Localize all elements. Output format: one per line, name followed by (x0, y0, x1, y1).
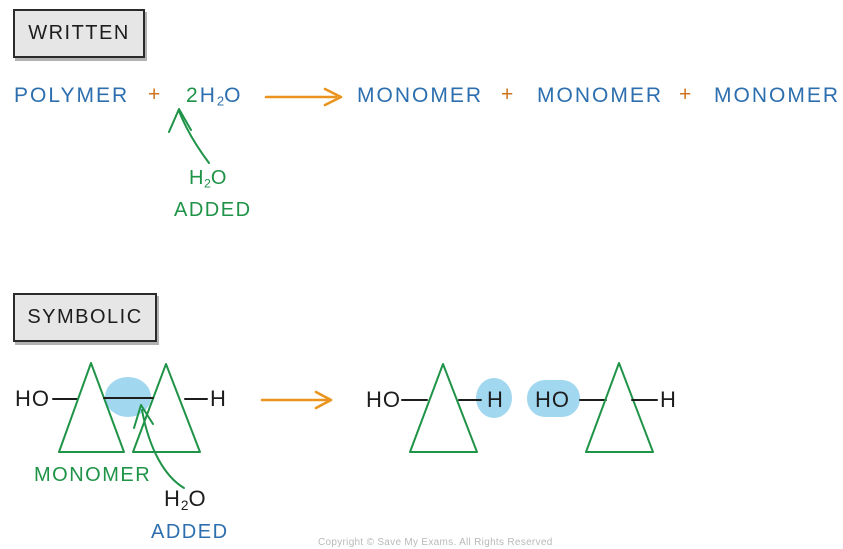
copyright-notice: Copyright © Save My Exams. All Rights Re… (318, 537, 553, 548)
symbolic-label-text: SYMBOLIC (27, 306, 143, 328)
symbolic-section-label: SYMBOLIC (13, 293, 157, 342)
written-h2o-added-arrowhead (168, 108, 192, 133)
water-h: H (199, 84, 217, 107)
symbolic-h2o-added-arrow (141, 409, 185, 489)
equation-water-term: 2H2O (186, 85, 242, 108)
product1-h-highlight (476, 378, 512, 418)
equation-product-monomer-1: MONOMER (357, 84, 483, 107)
equation-plus-3: + (679, 83, 694, 106)
written-h2o-added-arrow (178, 110, 210, 164)
product1-ho-label: HO (366, 387, 401, 412)
symbolic-h2o-added-arrowhead (133, 404, 154, 429)
equation-reactant-polymer: POLYMER (14, 84, 130, 107)
water-coefficient: 2 (186, 84, 200, 107)
symbolic-water-h: H (164, 486, 181, 511)
reactant-h-label: H (210, 386, 227, 411)
written-label-text: WRITTEN (28, 22, 130, 44)
written-annotation-added: ADDED (174, 199, 252, 221)
water-o: O (224, 84, 243, 107)
equation-plus-1: + (148, 83, 163, 106)
equation-product-monomer-2: MONOMER (537, 84, 663, 107)
water-subscript: 2 (216, 93, 225, 109)
symbolic-water-subscript: 2 (180, 497, 189, 513)
symbolic-annotation-added: ADDED (151, 521, 229, 543)
reactant-monomer-caption: MONOMER (34, 464, 152, 486)
product1-triangle (409, 363, 478, 453)
reactant-triangle-1 (58, 362, 125, 453)
written-section-label: WRITTEN (13, 9, 145, 58)
product2-h-label: H (660, 387, 677, 412)
symbolic-reaction-arrowhead (314, 390, 333, 410)
product1-h-label: H (487, 387, 504, 412)
annotation-water-subscript: 2 (203, 176, 211, 191)
annotation-water-o: O (210, 167, 227, 189)
symbolic-annotation-h2o: H2O (164, 486, 207, 513)
reactant-ho-label: HO (15, 386, 50, 411)
reactant-triangle-2 (132, 363, 201, 453)
equation-product-monomer-3: MONOMER (714, 84, 840, 107)
symbolic-water-o: O (188, 486, 207, 511)
product2-ho-highlight (527, 380, 580, 417)
annotation-water-h: H (189, 167, 204, 189)
product2-triangle (585, 362, 654, 453)
written-reaction-arrowhead (323, 87, 343, 107)
written-annotation-h2o: H2O (189, 168, 227, 190)
product2-ho-label: HO (535, 387, 570, 412)
equation-plus-2: + (501, 83, 516, 106)
